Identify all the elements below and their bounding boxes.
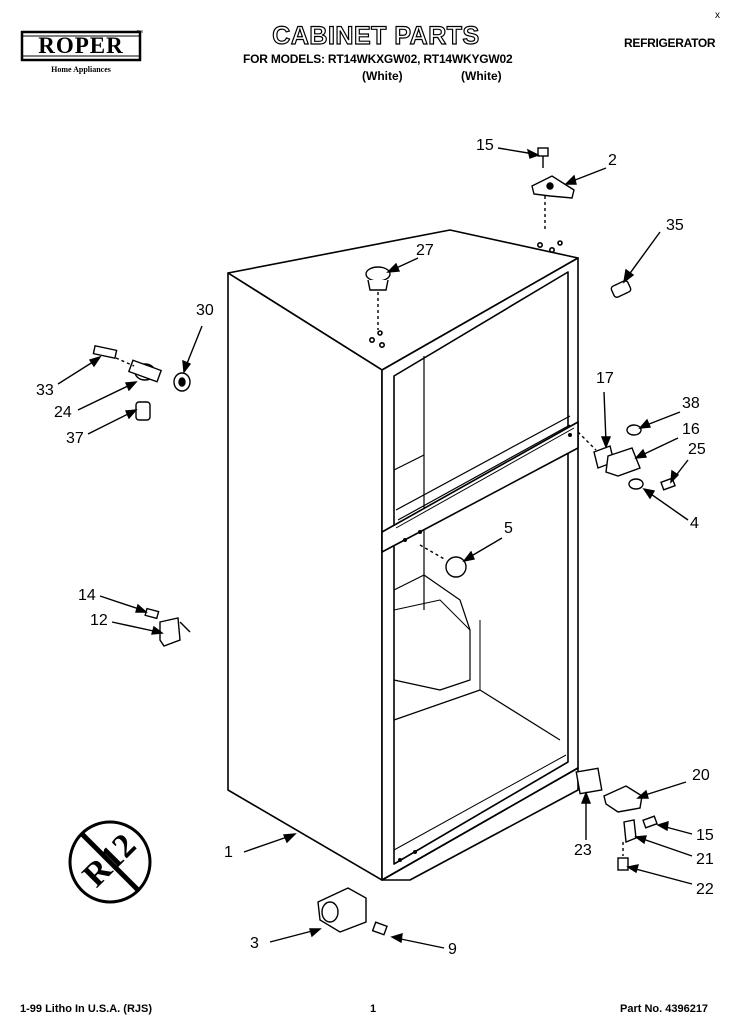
hinge-screw-part — [537, 147, 549, 168]
callout-17: 17 — [596, 370, 614, 387]
brand-trademark: ™ — [136, 30, 143, 37]
brand-tagline: Home Appliances — [51, 65, 111, 74]
model-color-1: (White) — [362, 69, 403, 83]
leader-lines — [57, 147, 693, 949]
plug-button-part — [365, 266, 391, 330]
callout-1: 1 — [224, 844, 233, 861]
footer-page-number: 1 — [370, 1003, 377, 1015]
cabinet — [227, 229, 579, 881]
top-hinge-part — [531, 175, 575, 232]
callout-15-bottom: 15 — [696, 827, 714, 844]
callout-37: 37 — [66, 430, 84, 447]
handle-mount-parts — [92, 344, 191, 421]
center-hinge-parts — [577, 424, 676, 491]
models-line: FOR MODELS: RT14WKXGW02, RT14WKYGW02 — [243, 52, 513, 66]
brand-logo-frame — [20, 30, 142, 62]
callout-2: 2 — [608, 152, 617, 169]
brand-logo: ROPER — [38, 33, 124, 58]
callout-9: 9 — [448, 941, 457, 958]
footer-litho: 1-99 Litho In U.S.A. (RJS) — [20, 1003, 153, 1015]
callout-24: 24 — [54, 404, 72, 421]
callout-27: 27 — [416, 242, 434, 259]
callout-30: 30 — [196, 302, 214, 319]
corner-mark: x — [715, 10, 720, 21]
knob-part — [419, 544, 467, 578]
leveling-bracket-parts — [317, 887, 388, 936]
r12-refrigerant-emblem — [68, 820, 152, 904]
callout-4: 4 — [690, 515, 699, 532]
callout-12: 12 — [90, 612, 108, 629]
callout-20: 20 — [692, 767, 710, 784]
callout-22: 22 — [696, 881, 714, 898]
callout-15-top: 15 — [476, 137, 494, 154]
callout-33: 33 — [36, 382, 54, 399]
mullion-holes — [398, 433, 572, 862]
bottom-hinge-parts — [575, 767, 658, 871]
callout-14: 14 — [78, 587, 96, 604]
callout-21: 21 — [696, 851, 714, 868]
bracket-parts-12-14 — [144, 607, 191, 647]
callout-35: 35 — [666, 217, 684, 234]
callout-16: 16 — [682, 421, 700, 438]
page-title: CABINET PARTS — [272, 21, 480, 50]
model-color-2: (White) — [461, 69, 502, 83]
callout-3: 3 — [250, 935, 259, 952]
callout-38: 38 — [682, 395, 700, 412]
callout-23: 23 — [574, 842, 592, 859]
hinge-cap-part — [610, 280, 632, 298]
footer-part-number: Part No. 4396217 — [620, 1003, 709, 1015]
callout-25: 25 — [688, 441, 706, 458]
product-type: REFRIGERATOR — [624, 36, 716, 50]
callout-5: 5 — [504, 520, 513, 537]
